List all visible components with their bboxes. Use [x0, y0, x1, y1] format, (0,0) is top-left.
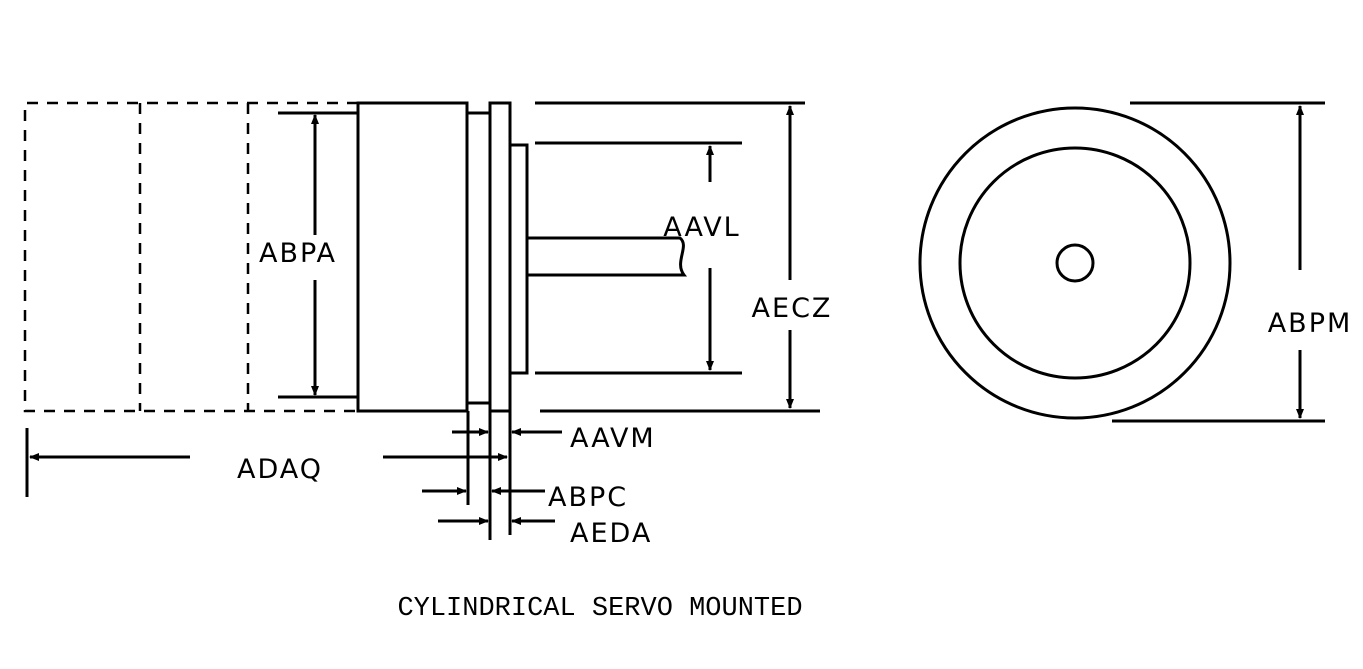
label-aavl: AAVL: [663, 212, 740, 243]
label-abpm: ABPM: [1268, 308, 1353, 339]
outer-flange-circle: [918, 106, 1232, 420]
end-view: [918, 106, 1232, 420]
extension-lines: [25, 411, 512, 540]
body-neck: [465, 111, 492, 405]
dimension-aavm: AAVM: [452, 423, 656, 454]
dimension-abpm: ABPM: [1112, 101, 1353, 423]
label-aavm: AAVM: [570, 423, 656, 454]
pilot: [508, 143, 529, 375]
dimension-abpa: ABPA: [259, 111, 358, 399]
label-abpc: ABPC: [548, 482, 628, 513]
servo-body: [356, 101, 469, 413]
label-aeda: AEDA: [570, 518, 652, 549]
dimension-aavl: AAVL: [535, 141, 742, 375]
dimension-abpc: ABPC: [422, 482, 628, 513]
shaft-circle: [1055, 243, 1095, 283]
label-adaq: ADAQ: [237, 454, 323, 485]
label-aecz: AECZ: [752, 293, 833, 324]
dimension-aecz: AECZ: [535, 101, 833, 413]
optional-body-outline: [23, 101, 358, 413]
label-abpa: ABPA: [259, 238, 337, 269]
side-view: [23, 101, 688, 413]
shaft: [527, 236, 688, 277]
pilot-circle: [958, 146, 1192, 380]
mounting-flange: [488, 101, 512, 413]
dimension-adaq: ADAQ: [29, 453, 508, 485]
dimension-aeda: AEDA: [438, 517, 652, 549]
drawing-title: CYLINDRICAL SERVO MOUNTED: [397, 594, 802, 624]
